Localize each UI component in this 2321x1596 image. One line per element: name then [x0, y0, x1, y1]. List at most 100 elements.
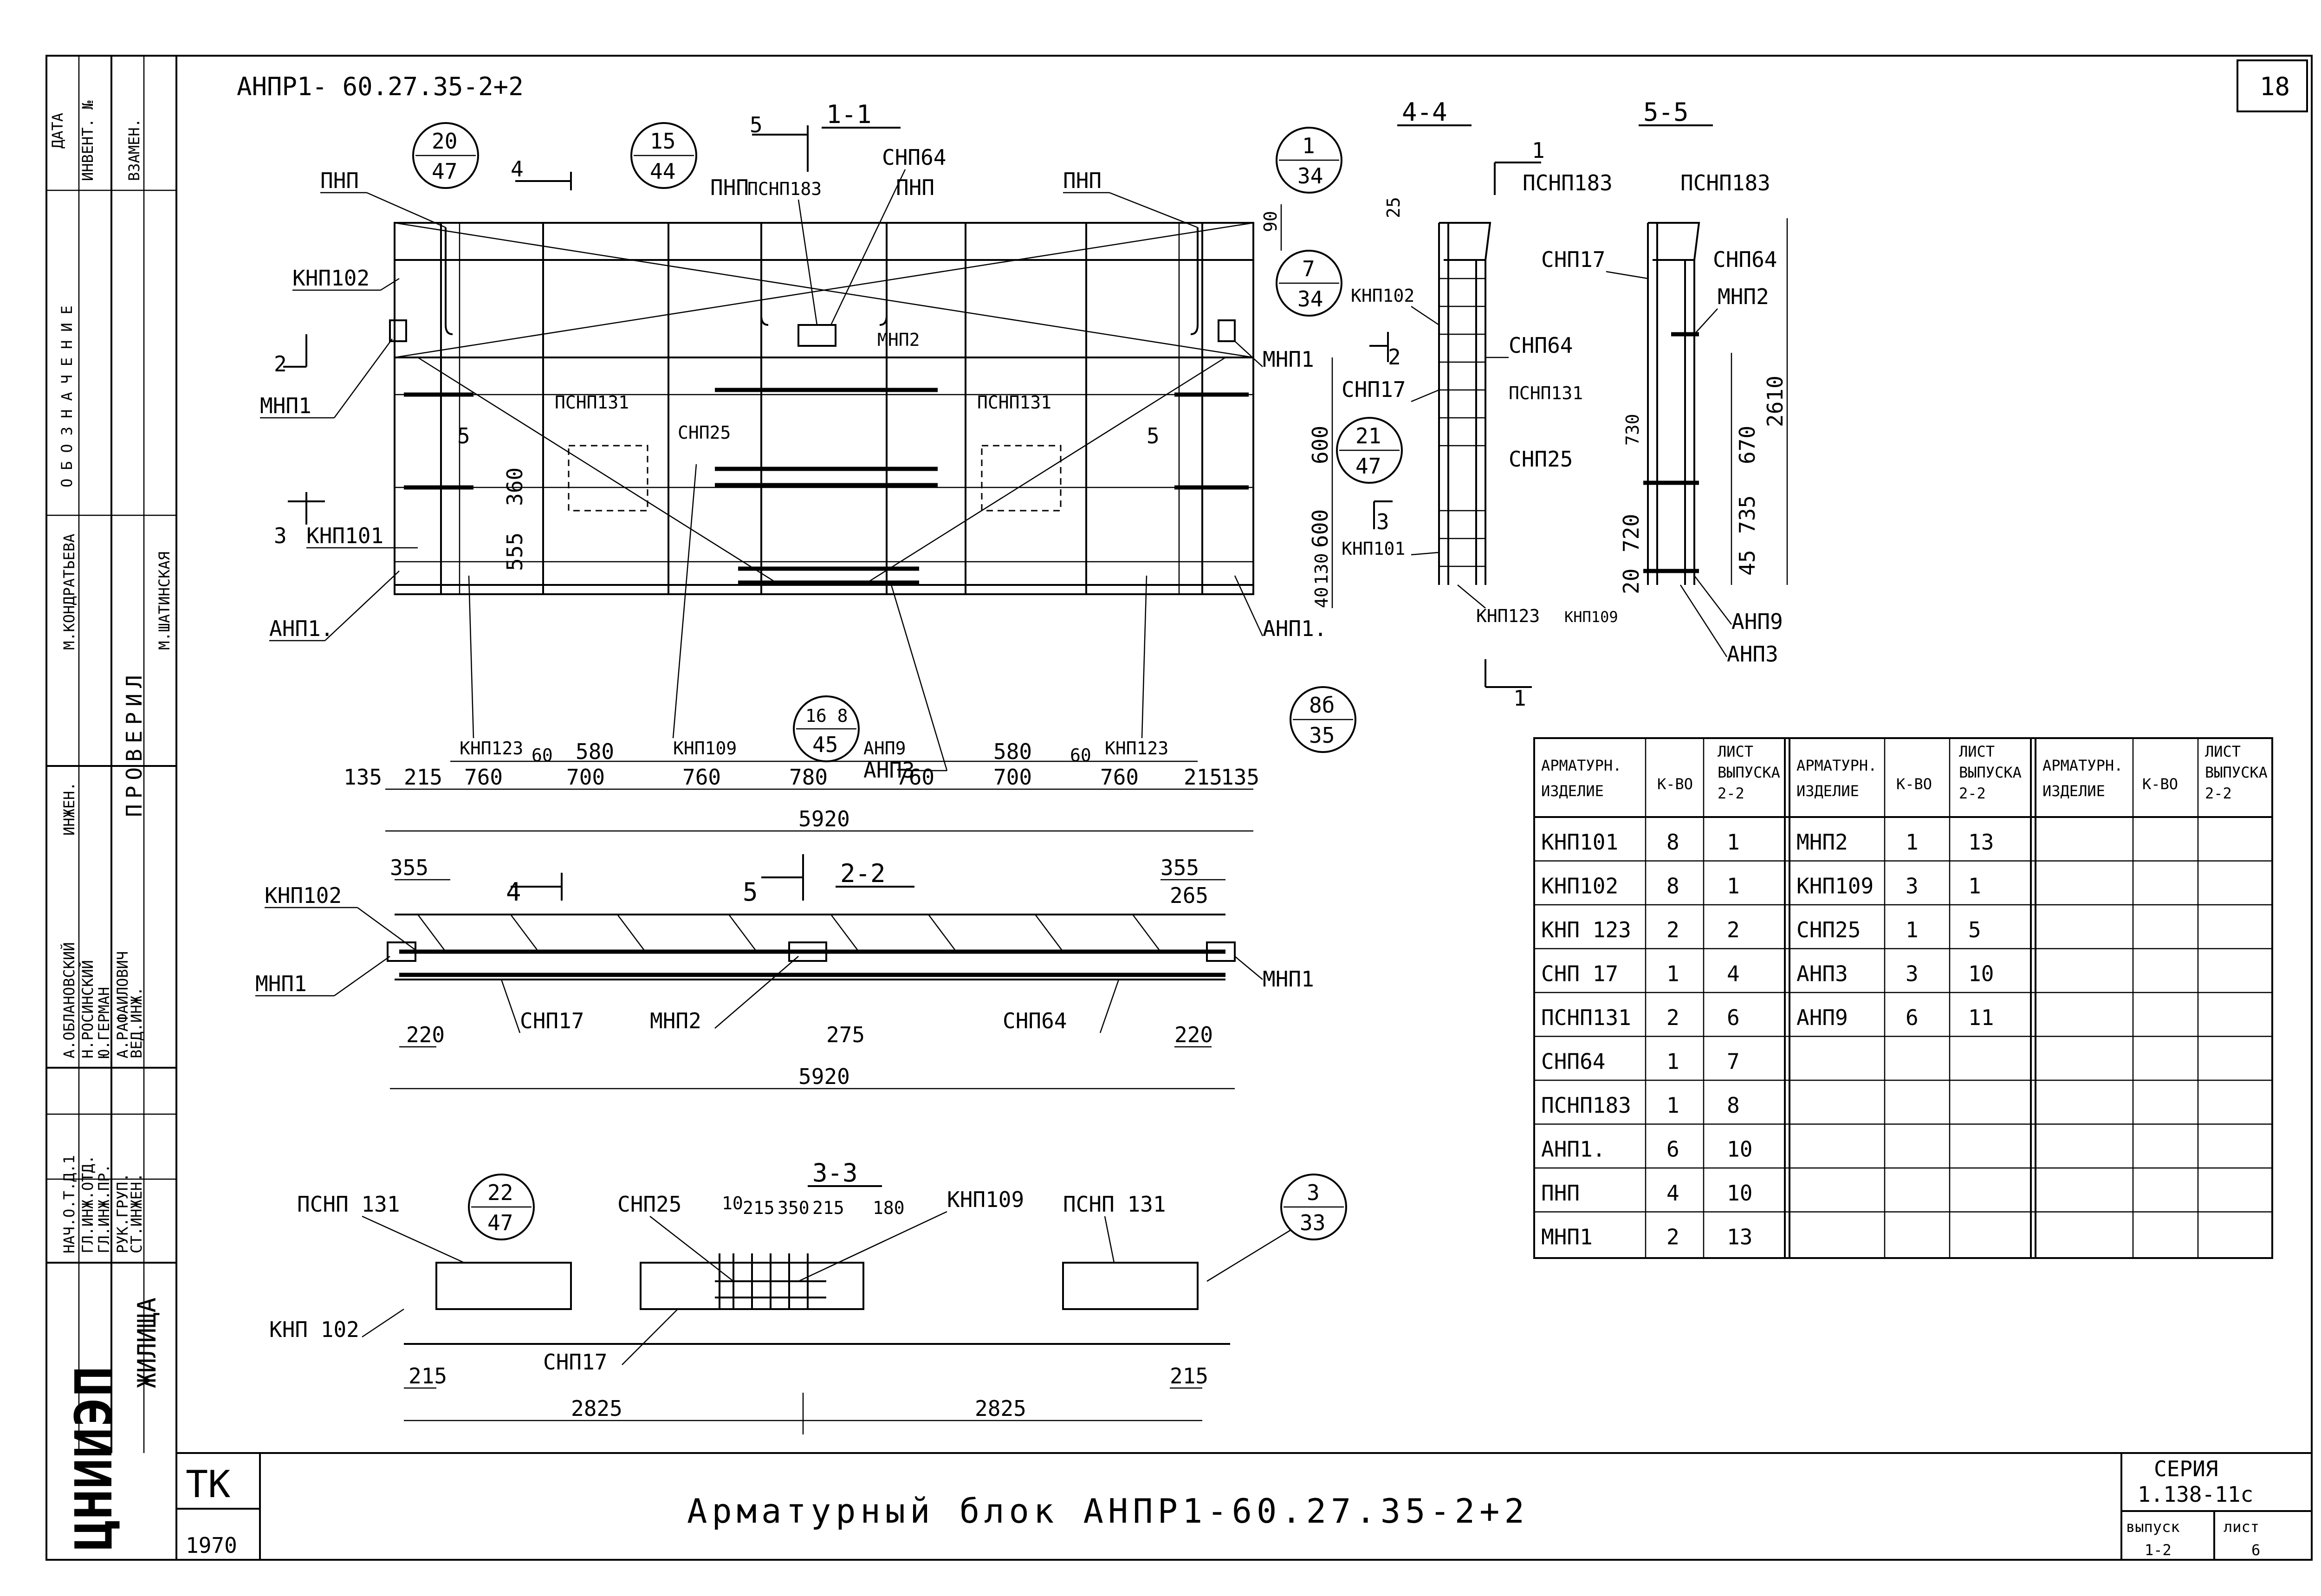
- table-cell: АНП3: [1796, 961, 1848, 986]
- cut-1-bottom: 1: [1513, 686, 1526, 711]
- lbl-knp102-s33: КНП 102: [269, 1317, 359, 1342]
- dim-360: 360: [502, 467, 527, 506]
- table-cell: 8: [1727, 1093, 1740, 1118]
- table-cell: ПСНП183: [1541, 1093, 1631, 1118]
- lbl-mnp2: МНП2: [877, 330, 920, 350]
- lbl-snp64-plan: СНП64: [1003, 1008, 1067, 1033]
- svg-text:8б: 8б: [1309, 693, 1335, 718]
- sheet-title: Арматурный блок АНПР1-60.27.35-2+2: [687, 1492, 1529, 1531]
- lbl-mnp2-55: МНП2: [1718, 284, 1769, 309]
- table-header-kvo: К-ВО: [2142, 775, 2178, 793]
- dim-2825a: 2825: [571, 1396, 622, 1421]
- lbl-psnp131-right: ПСНП131: [977, 392, 1051, 413]
- dim-45: 45: [1735, 550, 1760, 576]
- stamp-inzhen: ИНЖЕН.: [60, 782, 78, 836]
- dim-215b: 215: [1184, 765, 1222, 790]
- dim-355a: 355: [390, 855, 428, 880]
- stamp-name-1: А.ОБЛАНОВСКИЙ: [60, 942, 78, 1058]
- lbl-snp64-44: СНП64: [1509, 333, 1573, 358]
- svg-text:47: 47: [1355, 454, 1381, 479]
- svg-text:45: 45: [812, 732, 838, 757]
- table-cell: 2: [1666, 1225, 1679, 1250]
- table-header-izd: ИЗДЕЛИЕ: [1541, 782, 1604, 800]
- table-header-izd: АРМАТУРН.: [2042, 757, 2123, 774]
- table-cell: СНП25: [1796, 917, 1861, 942]
- section-title-4-4: 4-4: [1402, 97, 1447, 127]
- table-cell: 3: [1906, 874, 1919, 899]
- dim-700a: 700: [566, 765, 605, 790]
- table-cell: 1: [1666, 1049, 1679, 1074]
- issue-value: 1-2: [2145, 1541, 2172, 1559]
- view-5-5: 5-5 ПСНП183 СНП17 СНП64 МНП2 АНП9 АНП3 7…: [1541, 97, 1788, 667]
- dim-350: 350: [778, 1198, 810, 1218]
- table-header-kvo: К-ВО: [1657, 775, 1693, 793]
- dim-215d: 215: [812, 1198, 844, 1218]
- table-header-list: ВЫПУСКА: [1959, 764, 2022, 781]
- svg-text:16 8: 16 8: [805, 706, 848, 726]
- svg-text:34: 34: [1297, 286, 1323, 311]
- svg-text:1: 1: [1302, 133, 1315, 158]
- dim-275: 275: [826, 1022, 865, 1047]
- dim-760a: 760: [464, 765, 503, 790]
- table-cell: МНП1: [1541, 1225, 1593, 1250]
- stamp-vzamen: ВЗАМЕН.: [125, 118, 143, 181]
- stamp-name-3: Ю.ГЕРМАН: [95, 987, 113, 1058]
- table-header-list: 2-2: [2205, 785, 2232, 802]
- lbl-pnp-mid: ПНП: [710, 175, 749, 200]
- table-header-kvo: К-ВО: [1896, 775, 1932, 793]
- dim-2825b: 2825: [975, 1396, 1026, 1421]
- svg-text:47: 47: [487, 1210, 513, 1235]
- table-cell: 10: [1727, 1181, 1752, 1206]
- dim-760b: 760: [682, 765, 721, 790]
- table-cell: 13: [1727, 1225, 1752, 1250]
- table-cell: 6: [1727, 1005, 1740, 1030]
- lbl-knp123-left: КНП123: [460, 738, 523, 759]
- table-cell: 1: [1727, 874, 1740, 899]
- stamp-inv: ИНВЕНТ. №: [79, 100, 97, 181]
- lbl-mnp1-plan-right: МНП1: [1263, 967, 1314, 992]
- table-header-list: 2-2: [1959, 785, 1986, 802]
- lbl-snp17-s33: СНП17: [543, 1349, 607, 1375]
- dim-40: 40: [1311, 587, 1332, 608]
- table-header-izd: ИЗДЕЛИЕ: [2042, 782, 2105, 800]
- cut-4-top: 4: [511, 156, 524, 182]
- view-3-3: 3-3 ПСНП 131 СНП25 КНП109 ПСНП 131 КНП 1…: [269, 1158, 1347, 1434]
- table-header-izd: АРМАТУРН.: [1796, 757, 1877, 774]
- tk-year: 1970: [186, 1533, 237, 1558]
- dim-580b: 580: [993, 739, 1032, 764]
- lbl-knp109: КНП109: [673, 738, 737, 759]
- section-title-1-1: 1-1: [826, 100, 872, 129]
- lbl-snp64-55: СНП64: [1713, 247, 1777, 272]
- cut-1-top: 1: [1532, 138, 1545, 163]
- table-cell: СНП64: [1541, 1049, 1605, 1074]
- table-cell: 1: [1906, 917, 1919, 942]
- lbl-anp9-55: АНП9: [1731, 609, 1783, 634]
- cut-2-44: 2: [1388, 344, 1401, 370]
- dim-600b: 600: [1308, 509, 1333, 548]
- lbl-pnp-right: ПНП: [1063, 168, 1102, 193]
- svg-text:44: 44: [650, 159, 675, 184]
- table-cell: АНП9: [1796, 1005, 1848, 1030]
- dim-220b: 220: [1174, 1022, 1213, 1047]
- lbl-psnp183-44: ПСНП183: [1523, 170, 1613, 195]
- lbl-snp25: СНП25: [678, 422, 731, 443]
- lbl-snp17-plan: СНП17: [520, 1008, 584, 1033]
- section-title-5-5: 5-5: [1643, 97, 1689, 127]
- dim-215c: 215: [743, 1198, 775, 1218]
- dim-220a: 220: [406, 1022, 445, 1047]
- sheet-frame: [45, 55, 2313, 1561]
- lbl-pnp-left: ПНП: [320, 168, 359, 193]
- specification-table: АРМАТУРН. ИЗДЕЛИЕ К-ВО ЛИСТ ВЫПУСКА 2-2 АРМАТУ…: [1533, 737, 2273, 1259]
- sheet-value: 6: [2251, 1541, 2260, 1559]
- stamp-data: ДАТА: [49, 113, 66, 149]
- table-header-list: ЛИСТ: [2205, 743, 2241, 760]
- table-cell: 10: [1727, 1137, 1752, 1162]
- sheet-number: 18: [2260, 72, 2290, 101]
- cut-2-left: 2: [274, 351, 287, 376]
- dim-265: 265: [1170, 883, 1208, 908]
